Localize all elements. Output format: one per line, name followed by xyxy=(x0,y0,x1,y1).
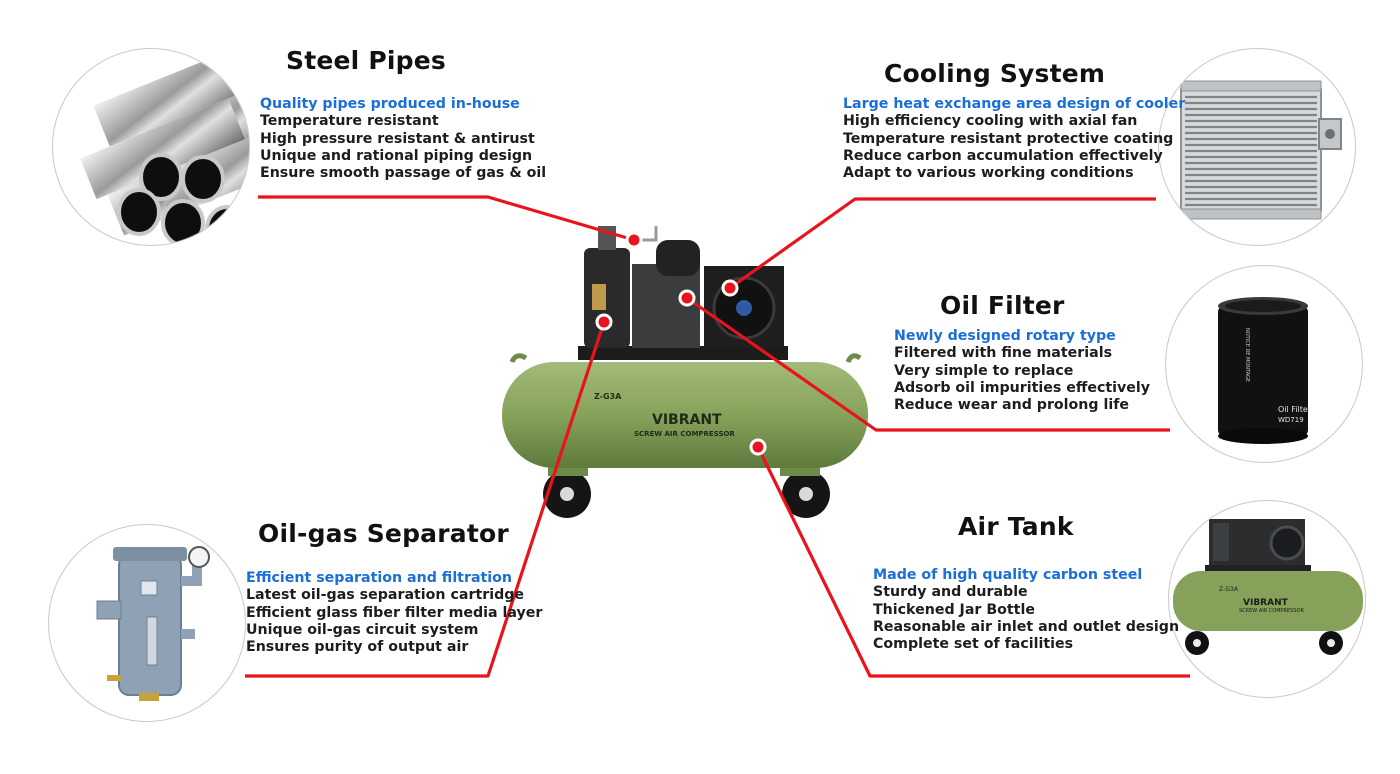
feature-item: Complete set of facilities xyxy=(873,636,1074,653)
feature-item: Thickened Jar Bottle xyxy=(873,601,1035,618)
tank-subtitle: SCREW AIR COMPRESSOR xyxy=(634,430,735,438)
feature-item: Unique oil-gas circuit system xyxy=(246,621,479,638)
feature-item: Ensures purity of output air xyxy=(246,639,469,656)
feature-item: High pressure resistant & antirust xyxy=(260,130,535,147)
oil-filter-side-text: NOTICE DE MONTAGE xyxy=(1244,328,1250,382)
feature-item: Reduce wear and prolong life xyxy=(894,397,1130,414)
feature-item: Filtered with fine materials xyxy=(894,345,1113,362)
oil-filter-label: Oil Filter xyxy=(1278,405,1312,414)
feature-title: Steel Pipes xyxy=(286,46,446,75)
feature-item: Temperature resistant protective coating xyxy=(843,130,1174,147)
cooler-image xyxy=(1158,48,1356,246)
feature-item: Efficient glass fiber filter media layer xyxy=(246,604,543,621)
feature-list: Efficient separation and filtration Late… xyxy=(246,570,542,656)
feature-title: Oil Filter xyxy=(940,291,1065,320)
feature-item: Reduce carbon accumulation effectively xyxy=(843,147,1163,164)
feature-item: Reasonable air inlet and outlet design xyxy=(873,618,1180,635)
feature-list: Newly designed rotary type Filtered with… xyxy=(894,328,1150,414)
air-tank-thumb-model: Z-G3A xyxy=(1219,586,1239,593)
feature-list: Large heat exchange area design of coole… xyxy=(843,96,1185,182)
feature-list: Quality pipes produced in-house Temperat… xyxy=(260,96,546,182)
feature-lead: Newly designed rotary type xyxy=(894,328,1116,344)
feature-item: Sturdy and durable xyxy=(873,584,1028,601)
feature-item: Adapt to various working conditions xyxy=(843,165,1134,182)
feature-item: Very simple to replace xyxy=(894,362,1074,379)
feature-lead: Efficient separation and filtration xyxy=(246,570,513,586)
oil-filter-image: Oil Filter WD719 NOTICE DE MONTAGE xyxy=(1165,265,1363,463)
feature-item: Temperature resistant xyxy=(260,113,439,130)
feature-item: Latest oil-gas separation cartridge xyxy=(246,587,525,604)
air-tank-thumb-subtitle: SCREW AIR COMPRESSOR xyxy=(1239,608,1304,614)
tank-model: Z-G3A xyxy=(594,392,622,401)
feature-item: Ensure smooth passage of gas & oil xyxy=(260,165,547,182)
feature-lead: Made of high quality carbon steel xyxy=(873,567,1143,583)
air-tank-thumb-brand: VIBRANT xyxy=(1243,598,1289,608)
feature-lead: Large heat exchange area design of coole… xyxy=(843,96,1186,112)
tank-brand: VIBRANT xyxy=(652,412,722,428)
separator-tank-image xyxy=(48,524,246,722)
oil-filter-model: WD719 xyxy=(1278,416,1304,424)
steel-pipes-image xyxy=(52,48,250,246)
feature-lead: Quality pipes produced in-house xyxy=(260,96,520,112)
feature-item: High efficiency cooling with axial fan xyxy=(843,113,1138,130)
feature-title: Cooling System xyxy=(884,59,1106,88)
feature-title: Air Tank xyxy=(958,512,1074,541)
feature-title: Oil-gas Separator xyxy=(258,519,509,548)
feature-item: Adsorb oil impurities effectively xyxy=(894,379,1151,396)
feature-list: Made of high quality carbon steel Sturdy… xyxy=(873,567,1179,653)
feature-item: Unique and rational piping design xyxy=(260,147,533,164)
air-tank-image: Z-G3A VIBRANT SCREW AIR COMPRESSOR xyxy=(1168,500,1366,698)
